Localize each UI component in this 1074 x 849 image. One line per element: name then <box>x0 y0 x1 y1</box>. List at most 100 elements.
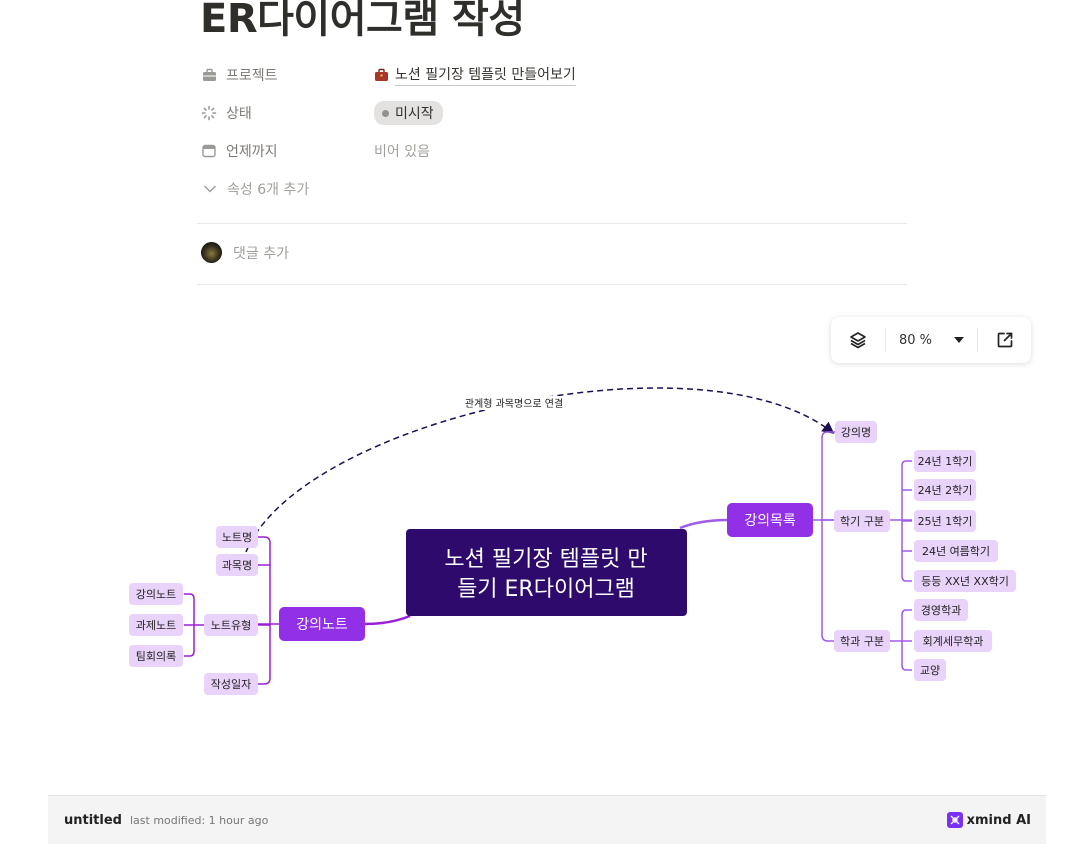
external-link-icon <box>996 331 1014 349</box>
project-value: 노션 필기장 템플릿 만들어보기 <box>395 64 576 86</box>
leaf-topic[interactable]: 25년 1학기 <box>914 510 976 532</box>
layers-button[interactable] <box>831 331 885 349</box>
central-topic-box <box>406 529 687 616</box>
leaf-topic[interactable]: 등등 XX년 XX학기 <box>914 570 1016 592</box>
subtopic-label: 노트유형 <box>211 619 251 632</box>
layers-icon <box>849 331 867 349</box>
leaf-topic-box <box>914 570 1016 592</box>
subtopic-box <box>216 554 258 576</box>
map-title: untitled <box>64 812 122 828</box>
connector <box>821 431 835 642</box>
property-status[interactable]: 상태 미시작 <box>201 100 901 126</box>
comment-input[interactable]: 댓글 추가 <box>233 245 289 262</box>
chevron-down-icon <box>203 184 217 194</box>
relationship-label: 관계형 과목명으로 연결 <box>465 398 563 410</box>
status-select[interactable]: 미시작 <box>374 101 443 125</box>
leaf-topic-box <box>914 540 998 562</box>
subtopic-box <box>835 421 877 443</box>
comment-row[interactable]: 댓글 추가 <box>201 242 289 263</box>
leaf-topic[interactable]: 24년 1학기 <box>914 450 976 472</box>
leaf-topic-label: 25년 1학기 <box>918 515 973 528</box>
status-badge: 미시작 <box>374 101 443 125</box>
branch-line-left <box>364 614 411 626</box>
subtopic-label: 강의명 <box>841 426 871 439</box>
subtopic-label: 작성일자 <box>211 677 251 691</box>
red-briefcase-icon <box>374 68 389 82</box>
add-properties-toggle[interactable]: 속성 6개 추가 <box>203 179 309 199</box>
leaf-topic-box <box>914 659 946 681</box>
map-footer: untitled last modified: 1 hour ago xmind… <box>48 795 1046 844</box>
zoom-value: 80 % <box>898 332 933 348</box>
subtopic-label: 학기 구분 <box>840 515 884 528</box>
leaf-topic[interactable]: 경영학과 <box>914 599 968 621</box>
leaf-topic-label: 과제노트 <box>136 619 176 632</box>
leaf-topic-box <box>914 450 976 472</box>
subtopic[interactable]: 작성일자 <box>204 673 258 695</box>
subtopic-label: 노트명 <box>222 531 252 544</box>
leaf-topic-box <box>914 630 992 652</box>
leaf-topic-box <box>129 583 183 605</box>
subtopic-label: 과목명 <box>222 559 252 572</box>
status-value: 미시작 <box>395 106 434 122</box>
branch-lecture-note-box <box>279 607 365 641</box>
leaf-topic[interactable]: 24년 여름학기 <box>914 540 998 562</box>
leaf-topic-label: 등등 XX년 XX학기 <box>921 575 1009 588</box>
branch-lecture-list[interactable]: 강의목록 <box>727 503 813 537</box>
connector <box>184 593 195 657</box>
central-topic-line: 노션 필기장 템플릿 만 <box>444 547 647 572</box>
subtopic[interactable]: 노트유형 <box>204 614 258 636</box>
branch-lecture-list-label: 강의목록 <box>744 513 796 529</box>
property-label: 언제까지 <box>226 144 278 160</box>
connector <box>901 609 912 671</box>
add-properties-label: 속성 6개 추가 <box>227 182 310 198</box>
leaf-topic[interactable]: 교양 <box>914 659 946 681</box>
leaf-topic[interactable]: 팀회의록 <box>129 645 183 667</box>
central-topic[interactable]: 노션 필기장 템플릿 만들기 ER다이어그램 <box>406 529 687 616</box>
leaf-topic-label: 강의노트 <box>136 588 176 601</box>
property-due[interactable]: 언제까지 비어 있음 <box>201 138 901 164</box>
open-external-button[interactable] <box>978 331 1031 349</box>
leaf-topic-label: 24년 여름학기 <box>922 545 990 558</box>
subtopic[interactable]: 과목명 <box>216 554 258 576</box>
branch-lecture-list-box <box>727 503 813 537</box>
property-project[interactable]: 프로젝트 노션 필기장 템플릿 만들어보기 <box>201 62 901 88</box>
project-link[interactable]: 노션 필기장 템플릿 만들어보기 <box>374 64 576 86</box>
subtopic[interactable]: 학기 구분 <box>834 510 890 532</box>
leaf-topic-label: 경영학과 <box>921 604 961 617</box>
divider <box>197 284 907 285</box>
property-label: 프로젝트 <box>226 68 278 84</box>
leaf-topic-box <box>914 599 968 621</box>
subtopic[interactable]: 강의명 <box>835 421 877 443</box>
last-modified: last modified: 1 hour ago <box>129 813 269 827</box>
calendar-icon <box>201 143 217 159</box>
subtopic-box <box>204 614 258 636</box>
leaf-topic-box <box>914 479 976 501</box>
central-topic-line: 들기 ER다이어그램 <box>457 577 635 602</box>
subtopic-box <box>216 526 258 548</box>
relationship-label-bg <box>456 396 570 410</box>
leaf-topic[interactable]: 강의노트 <box>129 583 183 605</box>
zoom-select[interactable]: 80 % <box>886 333 978 348</box>
property-label: 상태 <box>226 106 252 122</box>
due-value[interactable]: 비어 있음 <box>374 144 430 160</box>
leaf-topic[interactable]: 과제노트 <box>129 614 183 636</box>
leaf-topic-label: 회계세무학과 <box>923 635 984 648</box>
subtopic-box <box>834 630 890 652</box>
leaf-topic-label: 교양 <box>920 664 940 677</box>
branch-lecture-note[interactable]: 강의노트 <box>279 607 365 641</box>
leaf-topic[interactable]: 회계세무학과 <box>914 630 992 652</box>
leaf-topic-box <box>129 614 183 636</box>
brand-name: xmind AI <box>966 812 1031 828</box>
status-dot <box>382 109 389 117</box>
toolbar-separator <box>977 328 979 352</box>
subtopic[interactable]: 노트명 <box>216 526 258 548</box>
leaf-topic[interactable]: 24년 2학기 <box>914 479 976 501</box>
brand[interactable]: xmind AI <box>946 812 1031 828</box>
connector <box>258 536 271 685</box>
avatar <box>201 242 222 263</box>
subtopic[interactable]: 학과 구분 <box>834 630 890 652</box>
mindmap-toolbar: 80 % <box>831 317 1031 363</box>
branch-lecture-note-label: 강의노트 <box>296 617 348 633</box>
